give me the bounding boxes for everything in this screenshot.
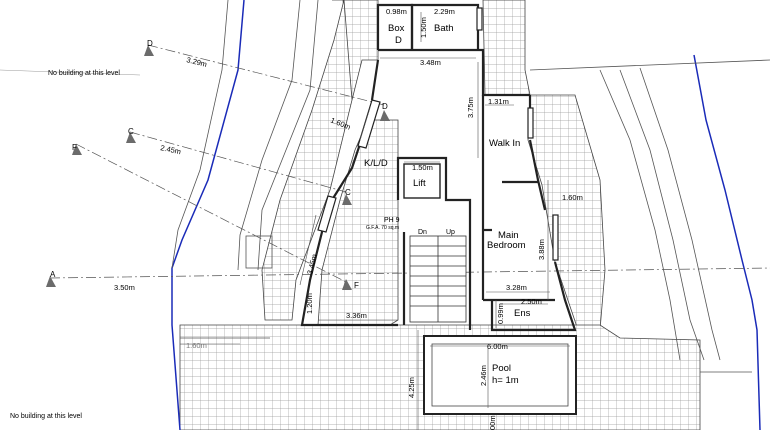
- section-line-c: [129, 131, 347, 193]
- window-walkin: [527, 107, 534, 139]
- pool-label: Pool: [492, 363, 511, 374]
- stair-dn-label: Dn: [418, 229, 427, 236]
- room-box-label: Box: [388, 23, 405, 34]
- section-mark-c-mid: C: [345, 188, 351, 197]
- dim-label-345: 3.45m: [305, 253, 319, 275]
- window-bedroom: [552, 214, 559, 261]
- left-step-box: [245, 235, 273, 269]
- wall-walkin-right-low: [528, 139, 547, 211]
- note-no-building-lower: No building at this level: [10, 413, 82, 420]
- plot-ph-label: PH 9: [384, 217, 400, 224]
- terrace-top-right: [482, 0, 531, 96]
- dim-label-600: 6.00m: [487, 342, 508, 351]
- dim-label-229: 2.29m: [434, 7, 455, 16]
- right-top-edge: [529, 59, 770, 71]
- wall-ens: [490, 300, 555, 332]
- terrace-top: [332, 0, 379, 101]
- wall-klid-left-upper: [370, 59, 380, 101]
- section-mark-f-mid: F: [354, 281, 359, 290]
- pool-outer: [423, 335, 577, 415]
- dim-label-150lift: 1.50m: [412, 163, 433, 172]
- wall-stair-top: [478, 48, 530, 97]
- note-no-building-upper: No building at this level: [48, 70, 120, 77]
- building-walls: [300, 3, 577, 332]
- boundary-left: [171, 0, 245, 430]
- dim-label-350: 3.50m: [114, 283, 135, 292]
- marker-c-mid: [342, 194, 352, 205]
- section-markers: [46, 45, 390, 290]
- pool: [423, 335, 577, 415]
- stair-up-label: Up: [446, 229, 455, 236]
- dim-label-246: 2.46m: [479, 365, 488, 386]
- room-ens-label: Ens: [514, 308, 531, 319]
- marker-f-mid: [342, 279, 352, 290]
- room-klid-label: K/L/D: [364, 158, 388, 169]
- terrace-left-strip: [261, 0, 353, 321]
- room-box-d-label: D: [395, 35, 402, 46]
- boundary-right: [693, 54, 761, 430]
- window-klid-lower: [317, 195, 337, 233]
- dim-label-098: 0.98m: [386, 7, 407, 16]
- dim-label-329: 3.29m: [186, 55, 208, 69]
- room-main-label: Main: [498, 230, 519, 241]
- terrace-outline-right-2: [619, 69, 705, 361]
- dim-label-328: 3.28m: [506, 283, 527, 292]
- wall-bedroom-right: [553, 261, 577, 332]
- terrace-right: [527, 94, 606, 331]
- marker-f-left: [72, 144, 82, 155]
- dim-label-336: 3.36m: [346, 311, 367, 320]
- room-walkin-label: Walk In: [489, 138, 520, 149]
- marker-a-left: [46, 276, 56, 287]
- left-top-edge: [0, 69, 141, 76]
- dim-line-345: [299, 214, 317, 286]
- dim-line-160diag: [359, 107, 371, 141]
- dim-label-388: 3.88m: [537, 239, 546, 260]
- dim-label-099: 0.99m: [496, 303, 505, 324]
- wall-klid-left-lower: [300, 219, 398, 327]
- room-bedroom-label: Bedroom: [487, 240, 526, 251]
- dim-label-160low: 1.60m: [186, 341, 207, 350]
- terrace-outline-right: [599, 69, 681, 361]
- dim-label-partial: 00m: [488, 415, 497, 430]
- marker-d-left: [144, 45, 154, 56]
- labels: No building at this level No building at…: [10, 7, 583, 430]
- wall-lift: [396, 156, 472, 330]
- pool-inner: [431, 343, 569, 407]
- section-mark-a-left: A: [50, 270, 56, 279]
- section-line-d: [147, 44, 385, 106]
- room-lift-label: Lift: [413, 178, 426, 189]
- dim-label-348: 3.48m: [420, 58, 441, 67]
- plot-gfa-label: G.F.A. 70 sq.m: [366, 225, 399, 231]
- dim-label-131: 1.31m: [488, 97, 509, 106]
- lift-shaft: [403, 163, 441, 199]
- section-mark-d-top: D: [147, 39, 153, 48]
- section-mark-c-left: C: [128, 127, 134, 136]
- staircase: [409, 235, 467, 323]
- marker-d-mid: [380, 110, 390, 121]
- dim-label-120: 1.20m: [305, 293, 314, 314]
- dim-label-245: 2.45m: [160, 143, 182, 156]
- dimension-lines: [180, 12, 570, 430]
- terrace-outline-left: [237, 0, 301, 271]
- dim-label-150v: 1.50m: [419, 17, 428, 38]
- dim-label-250: 2.50m: [521, 297, 542, 306]
- terrace-outline-right-3: [639, 67, 721, 361]
- terrace-outline-left-2: [257, 0, 319, 271]
- section-line-f: [75, 143, 347, 283]
- section-mark-d-mid: D: [382, 102, 388, 111]
- dim-label-425: 4.25m: [407, 377, 416, 398]
- dim-label-160right: 1.60m: [562, 193, 583, 202]
- room-bath-label: Bath: [434, 23, 454, 34]
- marker-c-left: [126, 132, 136, 143]
- windows: [317, 7, 559, 261]
- section-mark-f-left: F: [72, 143, 77, 152]
- window-bath: [476, 7, 483, 31]
- dim-label-375: 3.75m: [466, 97, 475, 118]
- pool-depth-label: h= 1m: [492, 375, 519, 386]
- boundary-left-inner: [171, 0, 229, 269]
